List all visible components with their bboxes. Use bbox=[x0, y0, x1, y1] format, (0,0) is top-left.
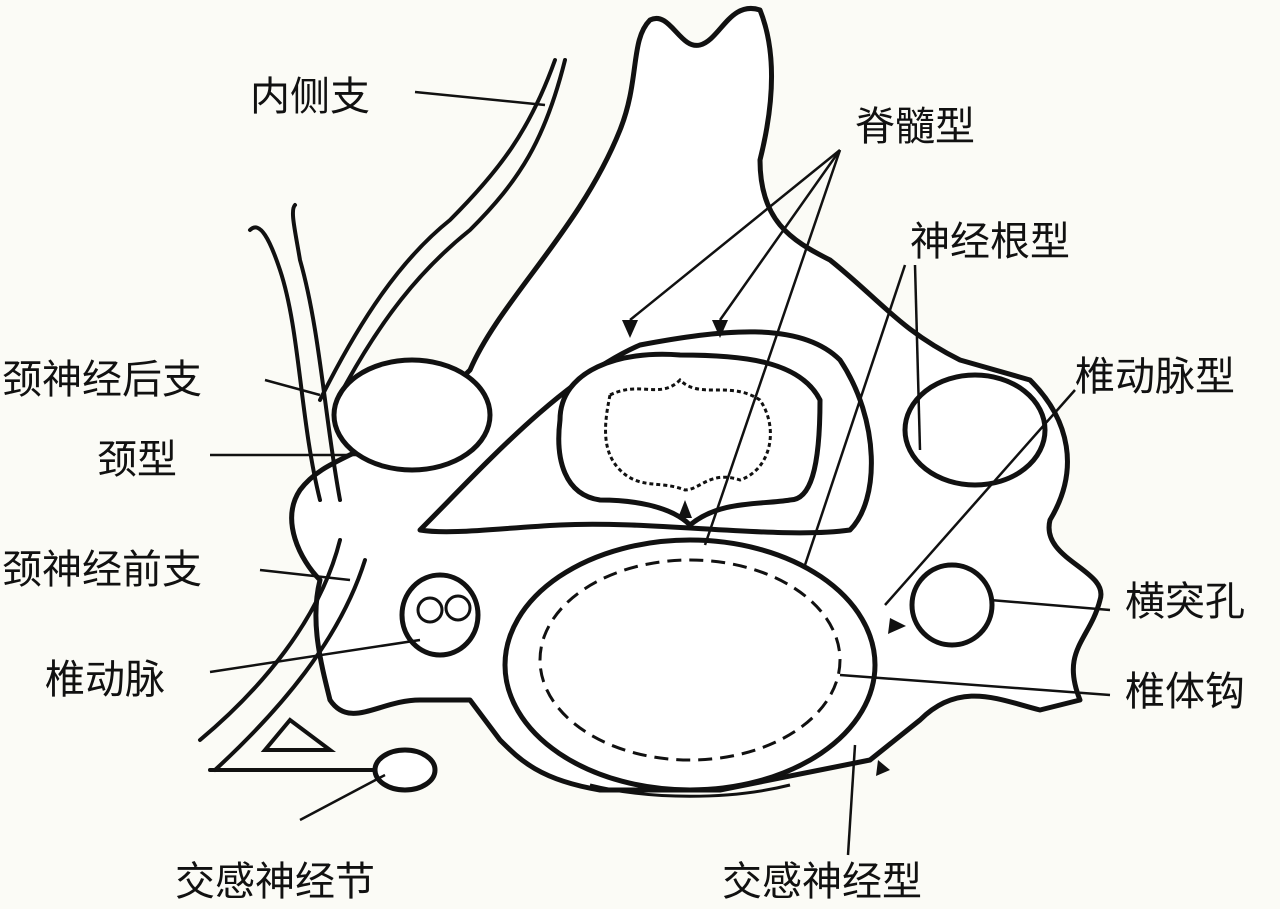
vertebral-body-base bbox=[589, 783, 791, 798]
label-radiculopathy-type: 神经根型 bbox=[910, 219, 1070, 265]
vertebral-artery-vessel-2 bbox=[444, 594, 472, 622]
sympathetic-ganglion-shape bbox=[372, 747, 438, 793]
label-sympathetic-type: 交感神经型 bbox=[722, 859, 922, 905]
anterior-branch-nerve-b bbox=[213, 558, 367, 772]
vertebral-artery-vessel bbox=[416, 596, 444, 624]
vertebral-body bbox=[502, 537, 878, 793]
sympathetic-triangle bbox=[260, 717, 336, 752]
arrows bbox=[622, 320, 906, 776]
label-vertebral-artery-type: 椎动脉型 bbox=[1075, 354, 1235, 400]
left-articular-process bbox=[331, 357, 493, 473]
label-medial-branch: 内侧支 bbox=[250, 74, 370, 120]
medial-branch-nerve-b bbox=[338, 58, 567, 397]
label-uncinate-process: 椎体钩 bbox=[1125, 669, 1245, 715]
grey-matter bbox=[604, 377, 772, 492]
medial-branch-nerve bbox=[318, 58, 557, 402]
label-sympathetic-ganglion: 交感神经节 bbox=[175, 859, 375, 905]
label-vertebral-artery: 椎动脉 bbox=[45, 657, 165, 703]
label-posterior-cervical-nerve: 颈神经后支 bbox=[2, 357, 202, 403]
vertebral-body-inner bbox=[538, 558, 842, 762]
label-anterior-cervical-nerve: 颈神经前支 bbox=[2, 547, 202, 593]
leader-lines bbox=[209, 90, 1111, 856]
posterior-branch-nerve bbox=[248, 225, 322, 502]
label-neck-type: 颈型 bbox=[97, 437, 177, 483]
label-transverse-foramen: 横突孔 bbox=[1125, 579, 1245, 625]
right-transverse-foramen bbox=[909, 562, 995, 648]
label-myelopathy-type: 脊髓型 bbox=[855, 104, 975, 150]
right-articular-process bbox=[902, 372, 1048, 488]
anterior-branch-nerve bbox=[198, 538, 342, 742]
posterior-branch-nerve-b bbox=[290, 203, 342, 502]
